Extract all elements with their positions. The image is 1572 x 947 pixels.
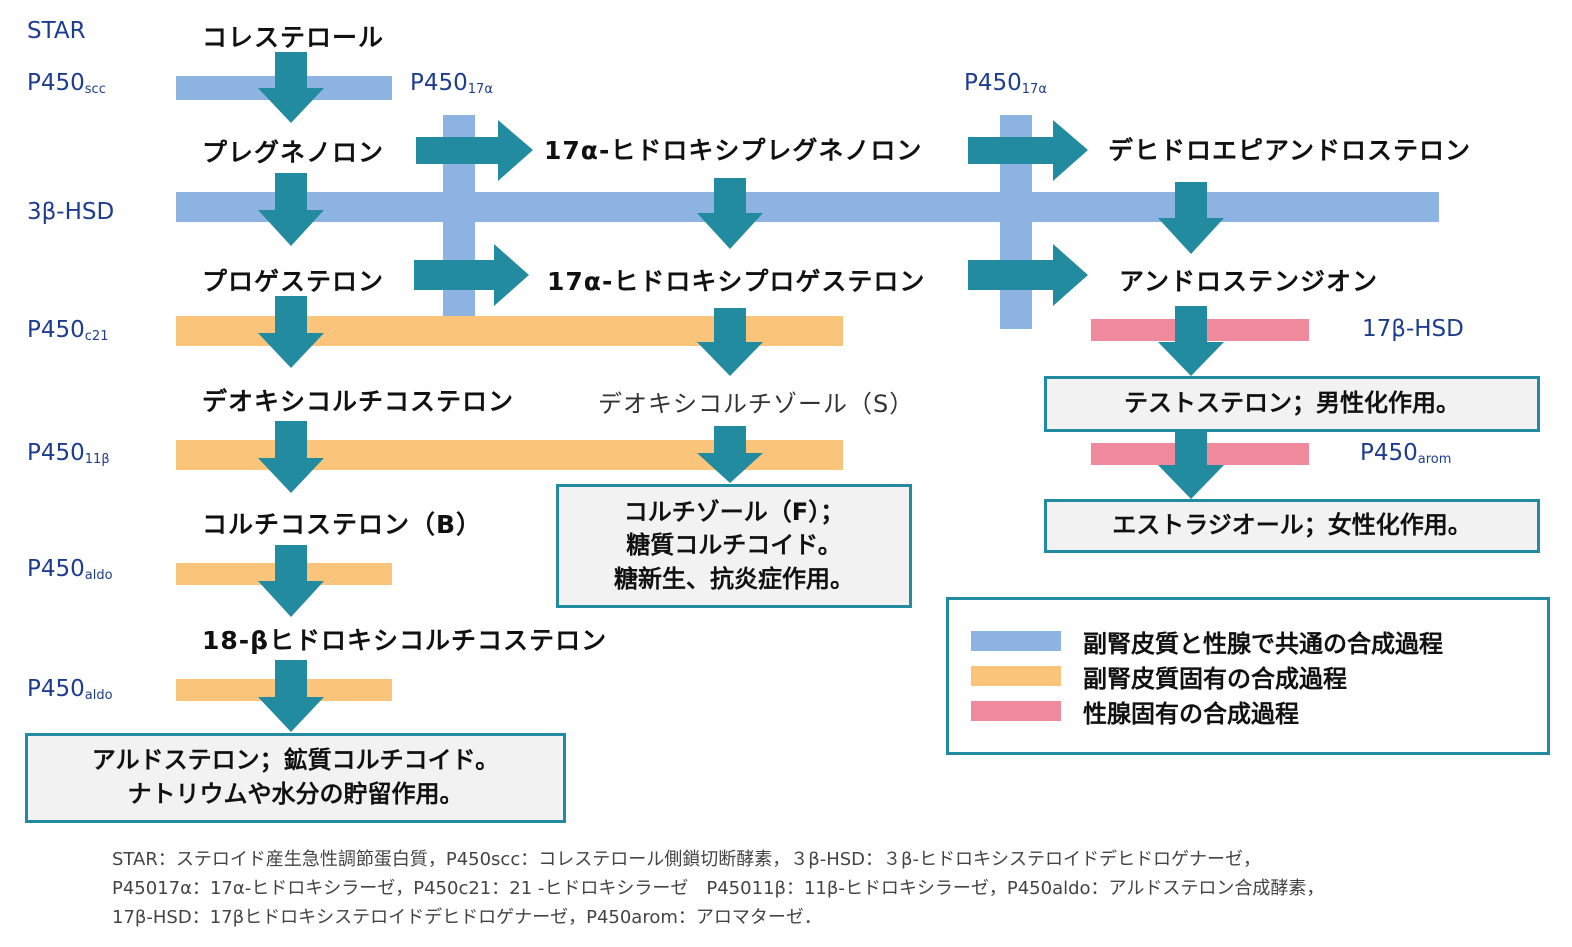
compound-androstenedione: アンドロステンジオン	[1119, 267, 1379, 296]
compound-oh-pregnenolone: 17α-ヒドロキシプレグネノロン	[544, 136, 923, 165]
legend-item-adrenal: 副腎皮質固有の合成過程	[971, 661, 1347, 693]
compound-deoxycorticosterone: デオキシコルチコステロン	[202, 387, 515, 416]
box-cortisol-line-1: コルチゾール（F）；	[623, 497, 845, 526]
p450aldo-label-2: P450aldo	[27, 676, 113, 703]
legend: 副腎皮質と性腺で共通の合成過程 副腎皮質固有の合成過程 性腺固有の合成過程	[946, 597, 1550, 755]
arrow-ohpreg-to-dhea	[968, 120, 1088, 181]
p450scc-label: P450scc	[27, 70, 106, 97]
hsd17b-label: 17β-HSD	[1362, 316, 1464, 342]
arrow-ohprog-to-androstenedione	[968, 244, 1088, 306]
compound-cholesterol: コレステロール	[202, 23, 385, 52]
legend-item-gonad: 性腺固有の合成過程	[971, 696, 1299, 728]
p450-11b-label: P45011β	[27, 440, 110, 467]
compound-deoxycortisol: デオキシコルチゾール（S）	[598, 390, 915, 418]
p450-17a-left-label: P45017α	[410, 70, 493, 97]
arrow-ohpreg-to-ohprog	[697, 178, 763, 249]
compound-pregnenolone: プレグネノロン	[202, 138, 385, 167]
box-testosterone-line-1: テストステロン；男性化作用。	[1124, 389, 1460, 418]
compound-corticosterone: コルチコステロン（B）	[202, 510, 483, 539]
arrow-pregnenolone-to-ohpreg	[416, 120, 533, 181]
compound-dhea: デヒドロエピアンドロステロン	[1108, 136, 1472, 165]
box-aldosterone: アルドステロン；鉱質コルチコイド。 ナトリウムや水分の貯留作用。	[25, 733, 566, 823]
box-testosterone: テストステロン；男性化作用。	[1044, 376, 1540, 432]
p450arom-label: P450arom	[1360, 440, 1452, 467]
arrow-pregnenolone-to-progesterone	[258, 173, 324, 246]
star-label: STAR	[27, 18, 86, 44]
arrow-testosterone-to-estradiol	[1158, 430, 1224, 499]
legend-swatch-common	[971, 631, 1061, 651]
compound-oh-progesterone: 17α-ヒドロキシプロゲステロン	[547, 267, 926, 296]
p450aldo-label-1: P450aldo	[27, 556, 113, 583]
legend-label-gonad: 性腺固有の合成過程	[1083, 699, 1299, 728]
box-estradiol-line-1: エストラジオール；女性化作用。	[1112, 511, 1472, 540]
compound-progesterone: プロゲステロン	[202, 267, 385, 296]
box-aldosterone-line-1: アルドステロン；鉱質コルチコイド。	[91, 746, 500, 775]
p450-17a-right-label: P45017α	[964, 70, 1047, 97]
arrow-androstenedione-to-testosterone	[1158, 306, 1224, 376]
box-aldosterone-line-2: ナトリウムや水分の貯留作用。	[127, 780, 464, 808]
arrow-hydroxycorticosterone-to-aldosterone	[258, 660, 324, 732]
hsd3b-label: 3β-HSD	[27, 199, 115, 225]
footnote-line-3: 17β-HSD：17βヒドロキシステロイドデヒドロゲナーゼ，P450arom：ア…	[112, 907, 822, 928]
footnote-line-2: P45017α：17α-ヒドロキシラーゼ，P450c21：21 -ヒドロキシラー…	[112, 878, 1325, 899]
arrow-deoxycortisol-to-cortisol	[697, 426, 763, 483]
legend-label-adrenal: 副腎皮質固有の合成過程	[1083, 664, 1347, 693]
arrow-progesterone-to-ohprog	[414, 244, 529, 306]
box-cortisol-line-3: 糖新生、抗炎症作用。	[614, 564, 854, 593]
box-estradiol: エストラジオール；女性化作用。	[1044, 499, 1540, 553]
hsd3b-bar	[176, 192, 1439, 222]
legend-label-common: 副腎皮質と性腺で共通の合成過程	[1083, 629, 1443, 658]
arrow-progesterone-to-deoxycorticosterone	[258, 296, 324, 368]
arrow-ohprog-to-deoxycortisol	[697, 308, 763, 376]
arrow-cholesterol-to-pregnenolone	[258, 52, 324, 123]
p450c21-label: P450c21	[27, 317, 109, 344]
box-cortisol-line-2: 糖質コルチコイド。	[626, 531, 842, 560]
arrow-deoxycorticosterone-to-corticosterone	[258, 421, 324, 493]
arrow-corticosterone-to-hydroxycorticosterone	[258, 545, 324, 617]
legend-item-common: 副腎皮質と性腺で共通の合成過程	[971, 626, 1443, 658]
compound-hydroxycorticosterone: 18-βヒドロキシコルチコステロン	[202, 626, 608, 655]
box-cortisol: コルチゾール（F）； 糖質コルチコイド。 糖新生、抗炎症作用。	[556, 484, 912, 608]
arrow-dhea-to-androstenedione	[1158, 182, 1224, 254]
legend-swatch-adrenal	[971, 666, 1061, 686]
footnote-line-1: STAR：ステロイド産生急性調節蛋白質，P450scc：コレステロール側鎖切断酵…	[112, 849, 1262, 870]
legend-swatch-gonad	[971, 701, 1061, 721]
